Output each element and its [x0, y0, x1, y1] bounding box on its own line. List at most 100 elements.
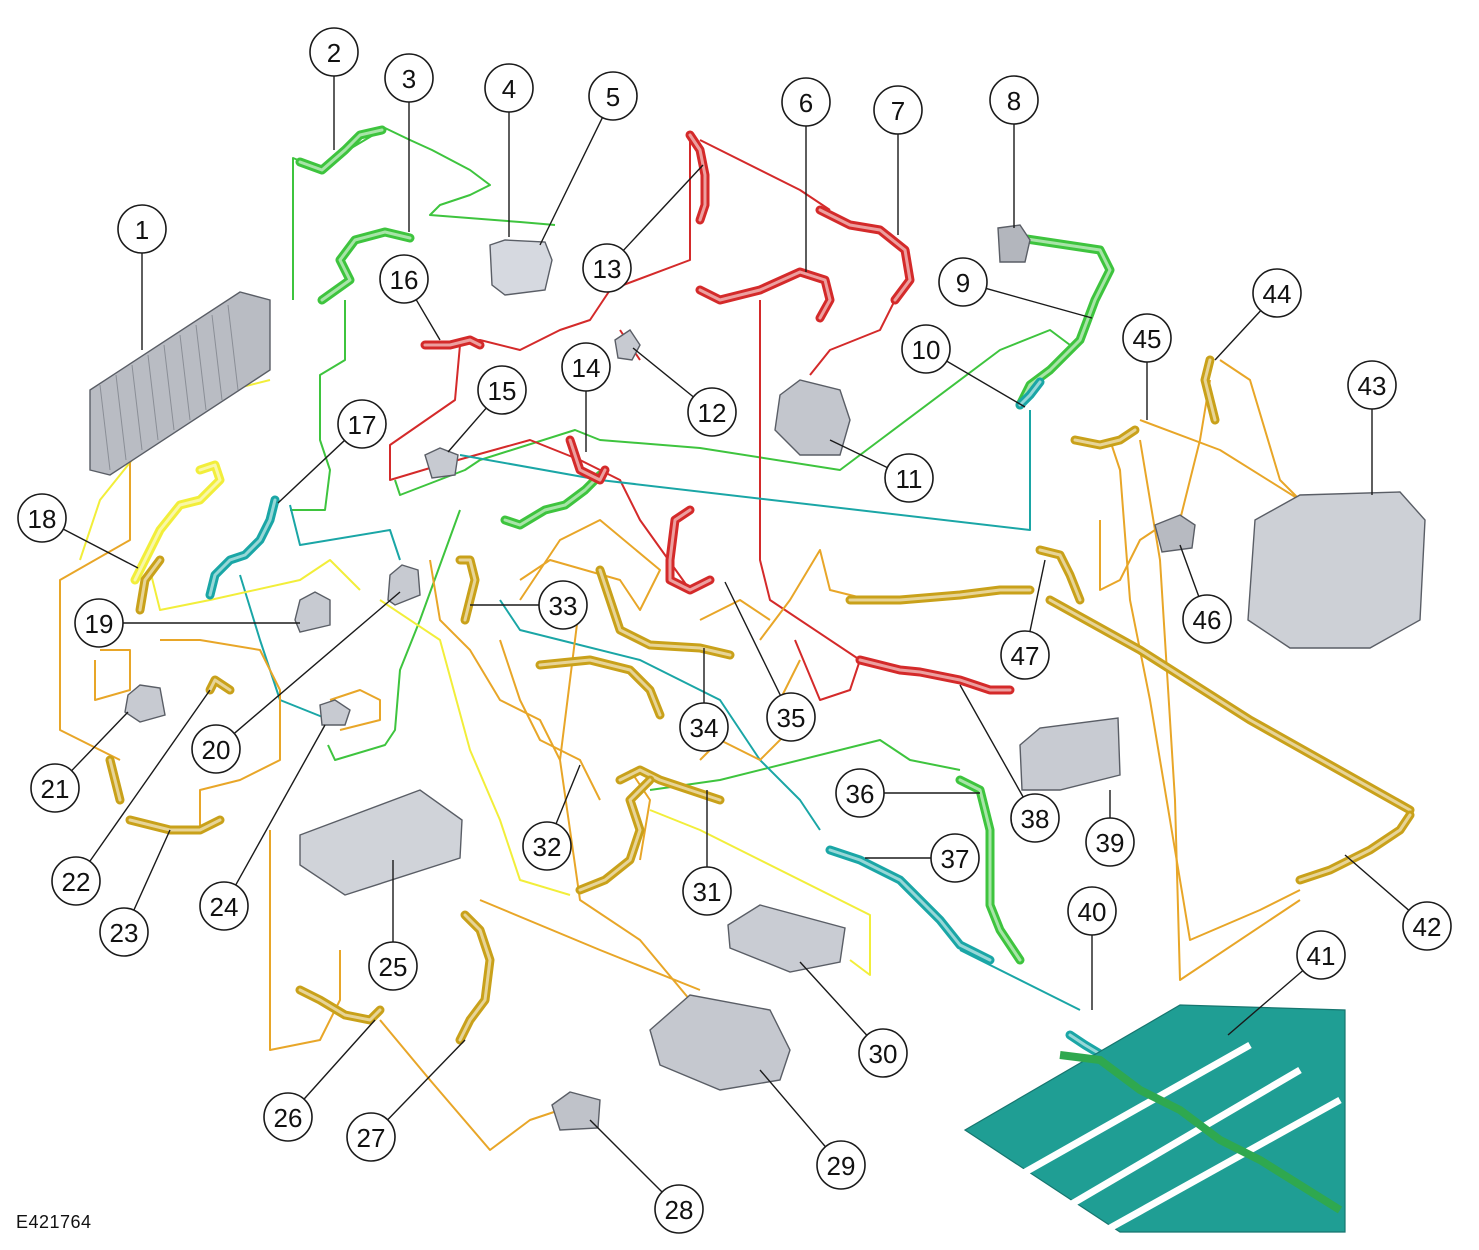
callout-number: 37: [941, 844, 970, 874]
callout-number: 39: [1096, 828, 1125, 858]
callout-circle: [884, 453, 934, 503]
leader-line: [1227, 970, 1304, 1036]
callout-number: 33: [549, 591, 578, 621]
callout-6: 6: [781, 77, 831, 127]
callout-number: 13: [593, 254, 622, 284]
callout-38: 38: [1010, 793, 1060, 843]
leader-line: [799, 961, 868, 1036]
leader-line: [946, 360, 1026, 408]
callout-7: 7: [873, 85, 923, 135]
callout-circle: [1182, 594, 1232, 644]
callout-number: 3: [402, 64, 416, 94]
callout-circle: [346, 1112, 396, 1162]
callout-24: 24: [199, 881, 249, 931]
leader-line: [415, 299, 441, 341]
callout-number: 32: [533, 832, 562, 862]
callout-number: 46: [1193, 605, 1222, 635]
leader-line: [539, 117, 604, 246]
callout-circle: [989, 75, 1039, 125]
leader-line: [1179, 544, 1200, 597]
callout-circle: [99, 907, 149, 957]
leader-line: [1214, 310, 1262, 361]
callout-circle: [522, 821, 572, 871]
callout-circle: [191, 724, 241, 774]
callout-39: 39: [1085, 817, 1135, 867]
callout-number: 7: [891, 96, 905, 126]
callout-circle: [766, 692, 816, 742]
callout-40: 40: [1067, 886, 1117, 936]
leader-line: [829, 439, 888, 469]
callout-number: 27: [357, 1123, 386, 1153]
callout-number: 30: [869, 1039, 898, 1069]
callout-number: 5: [606, 82, 620, 112]
callout-number: 17: [348, 410, 377, 440]
heat-exchanger-39: [1019, 717, 1121, 791]
coolant-lines: [59, 125, 1415, 1220]
callout-42: 42: [1402, 901, 1452, 951]
callout-37: 37: [930, 833, 980, 883]
callout-number: 23: [110, 918, 139, 948]
valve-15: [424, 447, 459, 479]
callout-circle: [199, 881, 249, 931]
leader-line: [447, 407, 487, 453]
leader-line: [622, 164, 704, 251]
callout-27: 27: [346, 1112, 396, 1162]
leader-line: [235, 724, 326, 886]
callout-circle: [687, 387, 737, 437]
callout-46: 46: [1182, 594, 1232, 644]
valve-46: [1154, 514, 1196, 553]
callout-circle: [1347, 360, 1397, 410]
callout-circle: [938, 257, 988, 307]
callout-number: 45: [1133, 324, 1162, 354]
callout-3: 3: [384, 53, 434, 103]
callout-21: 21: [30, 763, 80, 813]
leader-line: [233, 591, 401, 734]
callout-circle: [1000, 630, 1050, 680]
callout-circle: [1296, 930, 1346, 980]
callout-number: 15: [488, 376, 517, 406]
callout-16: 16: [379, 254, 429, 304]
callout-34: 34: [679, 702, 729, 752]
callout-45: 45: [1122, 313, 1172, 363]
callout-circle: [263, 1092, 313, 1142]
callout-number: 6: [799, 88, 813, 118]
callout-30: 30: [858, 1028, 908, 1078]
callout-32: 32: [522, 821, 572, 871]
callout-2: 2: [309, 27, 359, 77]
inverter-25: [299, 789, 463, 896]
leader-line: [724, 581, 782, 696]
leader-line: [589, 1119, 663, 1193]
leader-line: [632, 347, 694, 398]
callout-35: 35: [766, 692, 816, 742]
callout-15: 15: [477, 365, 527, 415]
callout-number: 44: [1263, 279, 1292, 309]
callout-circle: [337, 399, 387, 449]
callout-number: 36: [846, 779, 875, 809]
components: [89, 224, 1426, 1233]
callout-number: 22: [62, 867, 91, 897]
callout-circle: [682, 866, 732, 916]
callout-47: 47: [1000, 630, 1050, 680]
callout-circle: [588, 71, 638, 121]
callout-circle: [1252, 268, 1302, 318]
callout-28: 28: [654, 1184, 704, 1234]
leader-line: [277, 439, 345, 504]
callout-number: 20: [202, 735, 231, 765]
callout-circle: [1402, 901, 1452, 951]
callout-43: 43: [1347, 360, 1397, 410]
callout-number: 9: [956, 268, 970, 298]
valve-8: [997, 224, 1031, 263]
leader-line: [387, 1039, 466, 1121]
leader-line: [62, 528, 139, 569]
callout-number: 42: [1413, 912, 1442, 942]
leader-line: [759, 1069, 826, 1148]
motor-43: [1247, 491, 1426, 649]
callout-number: 38: [1021, 804, 1050, 834]
callout-number: 34: [690, 713, 719, 743]
callout-13: 13: [582, 243, 632, 293]
pump-21: [124, 684, 166, 723]
callout-number: 41: [1307, 941, 1336, 971]
